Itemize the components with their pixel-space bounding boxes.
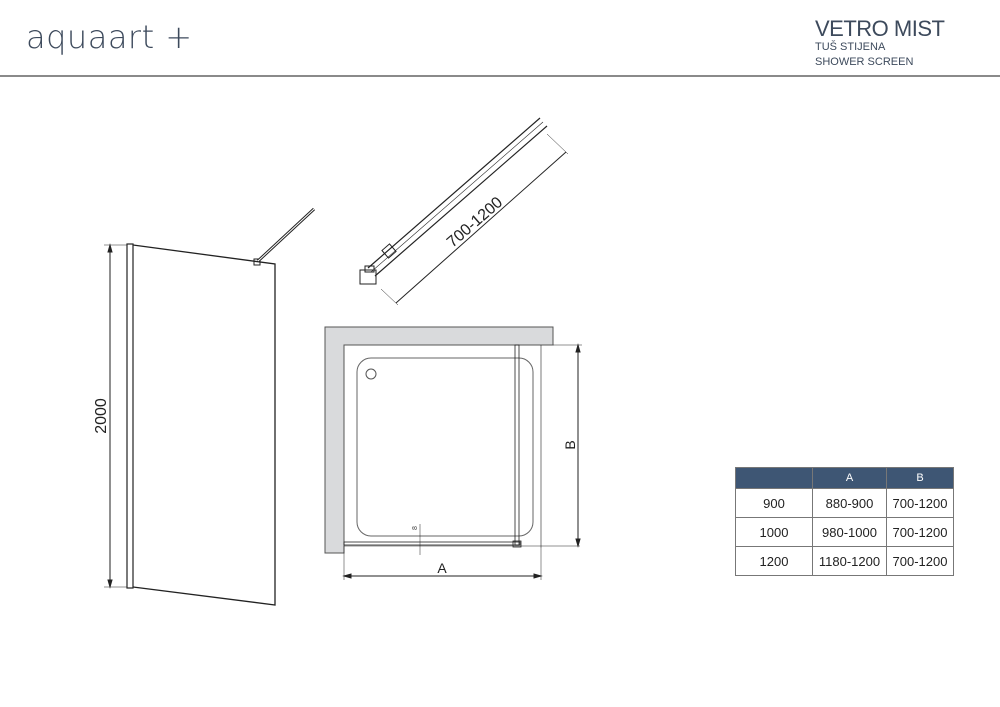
dimension-a-label: A (437, 560, 447, 576)
plan-view (324, 326, 582, 580)
drain-icon (365, 368, 377, 380)
a-cell: 980-1000 (812, 517, 887, 547)
product-subtitle-hr: TUŠ STIJENA (815, 41, 886, 53)
table-row: 1200 1180-1200 700-1200 (735, 546, 954, 576)
header-cell-a: A (812, 467, 887, 489)
brand-logo: aquaart + (26, 18, 193, 56)
size-table: A B 900 880-900 700-1200 1000 980-1000 7… (735, 467, 954, 576)
a-cell: 880-900 (812, 488, 887, 518)
height-dimension-label: 2000 (93, 398, 110, 434)
front-view-panel (104, 207, 316, 606)
b-cell: 700-1200 (886, 488, 954, 518)
stabilizer-bar-detail (359, 117, 569, 306)
size-cell: 900 (735, 488, 813, 518)
header-cell-b: B (886, 467, 954, 489)
size-cell: 1000 (735, 517, 813, 547)
dimension-b-label: B (562, 440, 578, 449)
header-divider (0, 75, 1000, 77)
a-cell: 1180-1200 (812, 546, 887, 576)
table-header-row: A B (735, 467, 954, 489)
size-cell: 1200 (735, 546, 813, 576)
product-title: VETRO MIST (815, 16, 945, 41)
header-cell-blank (735, 467, 813, 489)
bar-length-label: 700-1200 (444, 194, 506, 251)
product-subtitle-en: SHOWER SCREEN (815, 56, 914, 68)
table-row: 1000 980-1000 700-1200 (735, 517, 954, 547)
table-row: 900 880-900 700-1200 (735, 488, 954, 518)
b-cell: 700-1200 (886, 546, 954, 576)
b-cell: 700-1200 (886, 517, 954, 547)
gap-label: 8 (412, 526, 419, 530)
